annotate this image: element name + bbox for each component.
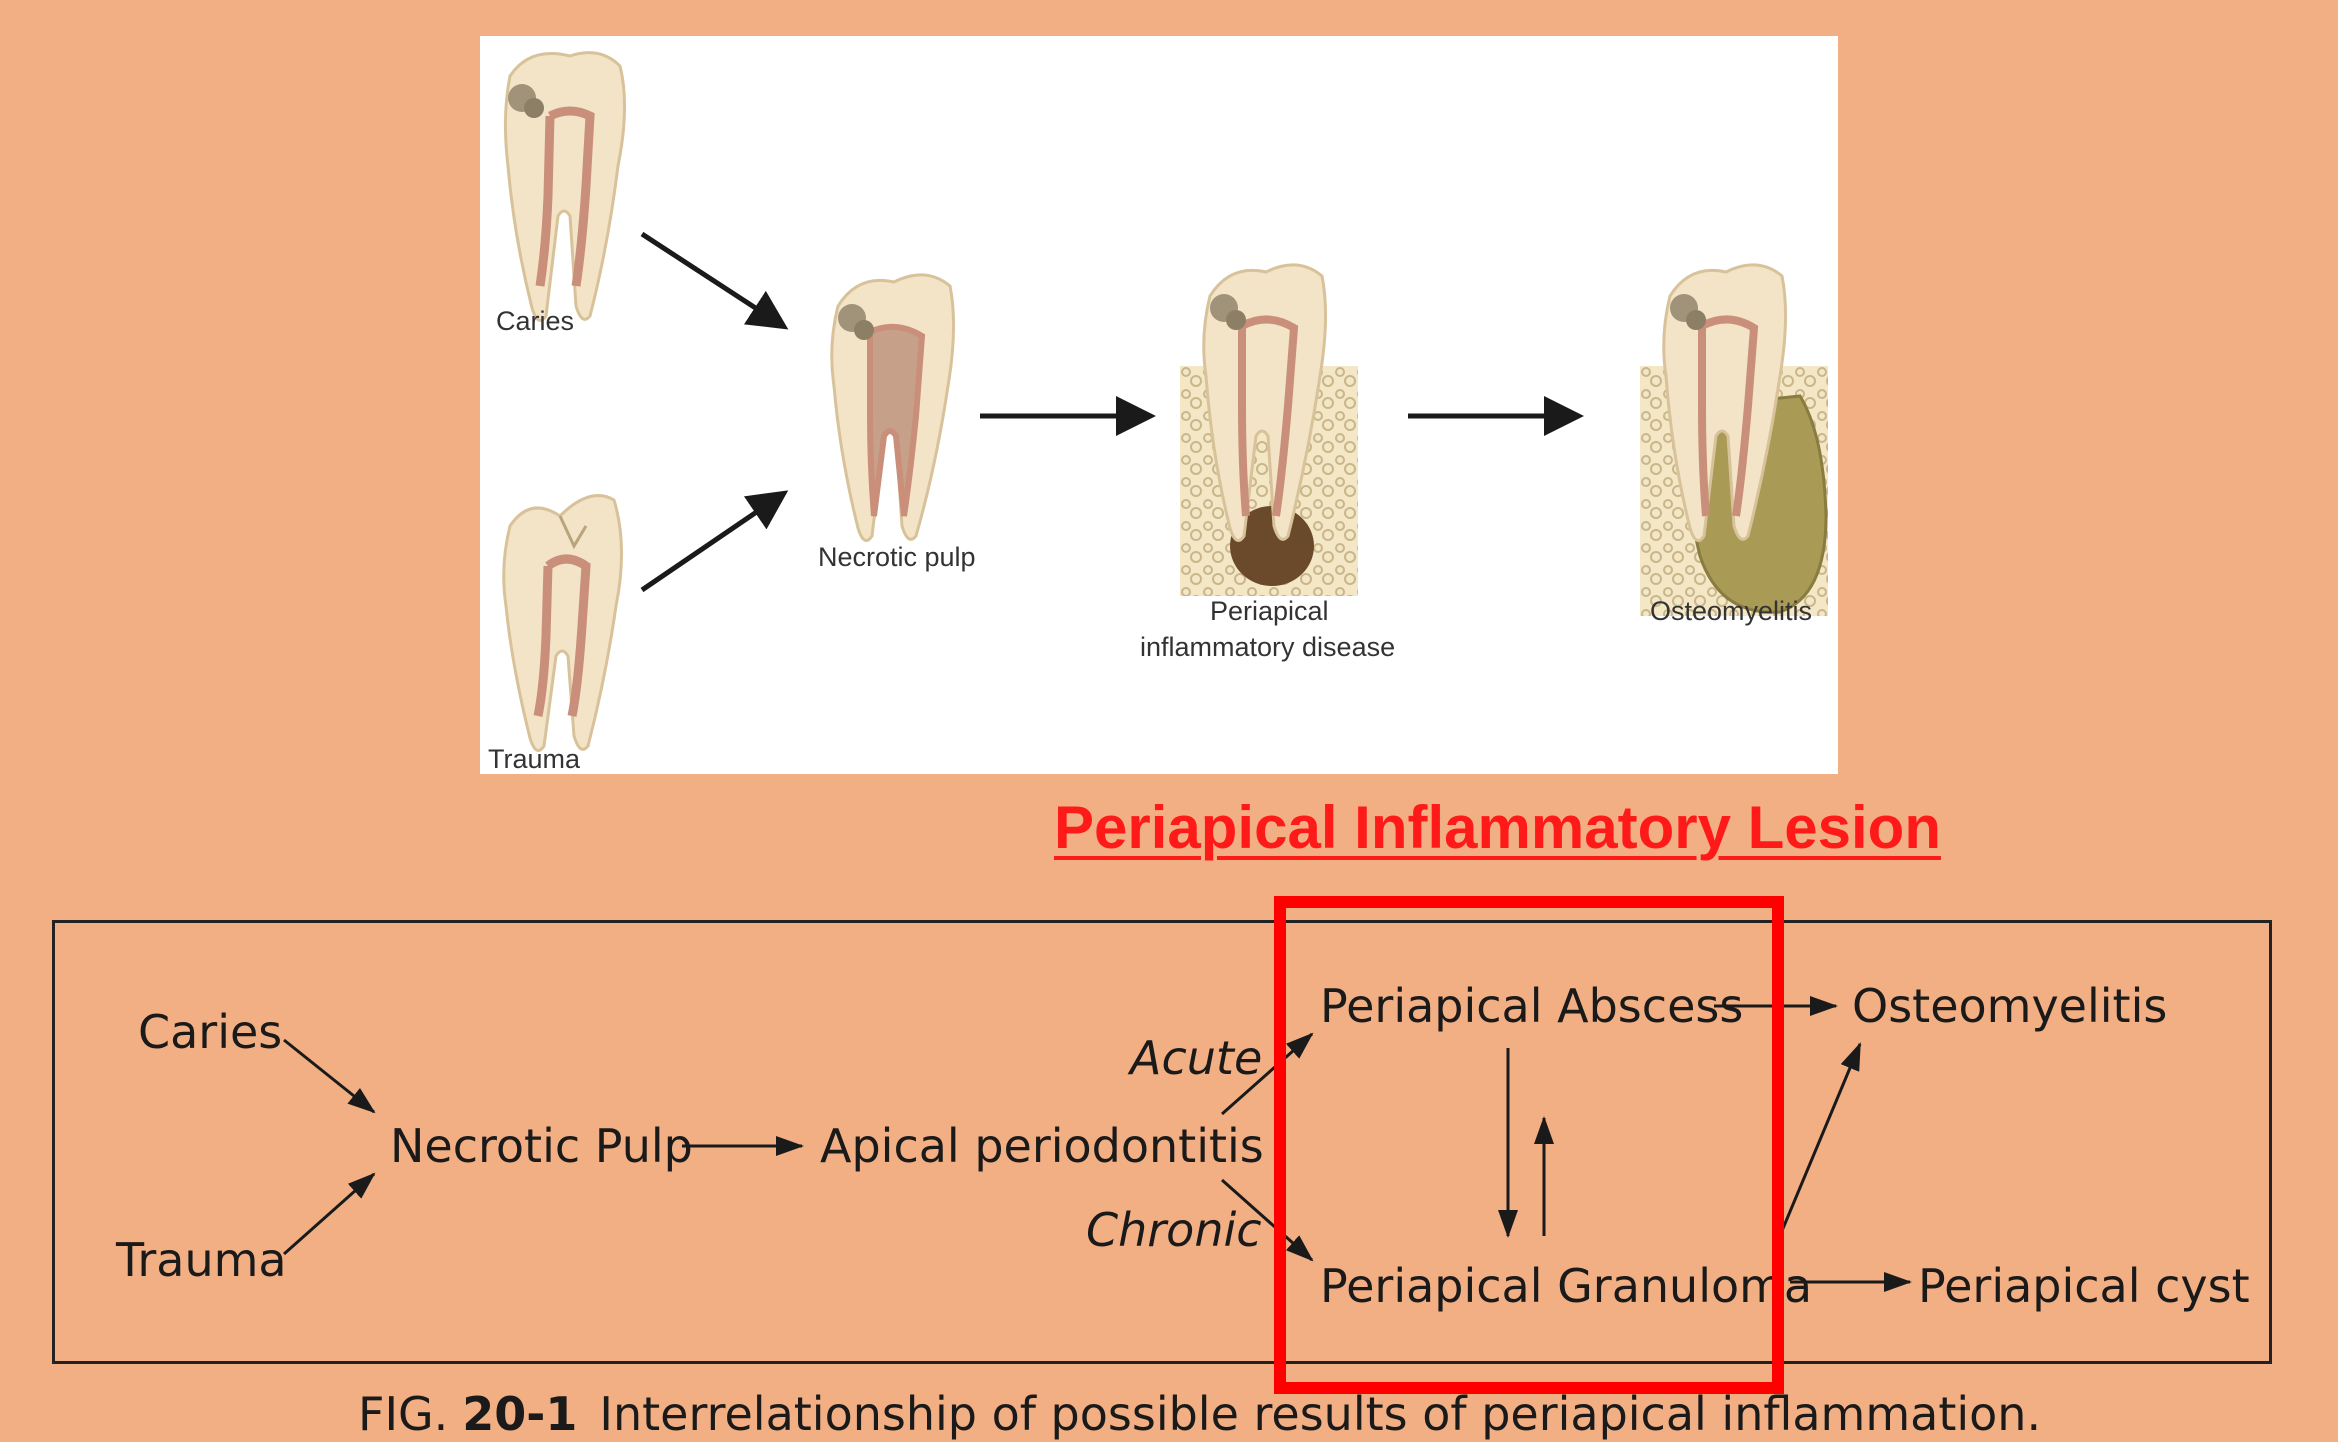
caption-figure-number: 20-1 — [462, 1387, 578, 1441]
tooth-progression-illustration: Caries Trauma Necrotic pulp Periapical i… — [480, 36, 1838, 774]
periapical-disease-tooth — [1180, 263, 1358, 596]
edge-label-acute: Acute — [1130, 1031, 1263, 1085]
arrow-caries-to-necrotic — [283, 1038, 376, 1114]
illustration-label-caries: Caries — [496, 306, 575, 336]
caption-prefix: FIG. — [358, 1387, 449, 1441]
node-osteomyelitis: Osteomyelitis — [1852, 979, 2168, 1033]
illustration-drawing — [502, 51, 1828, 752]
node-apical-periodontitis: Apical periodontitis — [820, 1119, 1264, 1173]
illustration-label-osteomyelitis: Osteomyelitis — [1650, 596, 1813, 626]
figure-caption: FIG.20-1 Interrelationship of possible re… — [358, 1386, 2041, 1442]
node-trauma: Trauma — [116, 1233, 287, 1287]
arrow-granuloma-to-osteomyelitis — [1772, 1042, 1862, 1251]
flowchart-frame — [52, 920, 2272, 1364]
arrow-apical-to-granuloma — [1221, 1178, 1314, 1262]
highlight-frame — [1274, 896, 1784, 1394]
illustration-label-periapical-line2: inflammatory disease — [1140, 632, 1396, 662]
node-periapical-cyst: Periapical cyst — [1918, 1259, 2250, 1313]
arrow-trauma-to-necrotic — [283, 1172, 376, 1256]
node-caries: Caries — [138, 1005, 283, 1059]
illustration-label-trauma: Trauma — [488, 744, 581, 774]
edge-label-chronic: Chronic — [1086, 1203, 1262, 1257]
illustration-label-necrotic-pulp: Necrotic pulp — [818, 542, 976, 572]
necrotic-pulp-tooth — [830, 273, 956, 542]
node-periapical-abscess: Periapical Abscess — [1320, 979, 1744, 1033]
section-title: Periapical Inflammatory Lesion — [1054, 794, 1941, 861]
node-periapical-granuloma: Periapical Granuloma — [1320, 1259, 1813, 1313]
caption-text: Interrelationship of possible results of… — [599, 1387, 2042, 1441]
caries-tooth — [503, 51, 627, 322]
node-necrotic-pulp: Necrotic Pulp — [390, 1119, 693, 1173]
arrow-apical-to-abscess — [1221, 1032, 1314, 1116]
trauma-tooth — [502, 494, 624, 752]
osteomyelitis-tooth — [1640, 263, 1828, 616]
illustration-label-periapical-line1: Periapical — [1210, 596, 1329, 626]
